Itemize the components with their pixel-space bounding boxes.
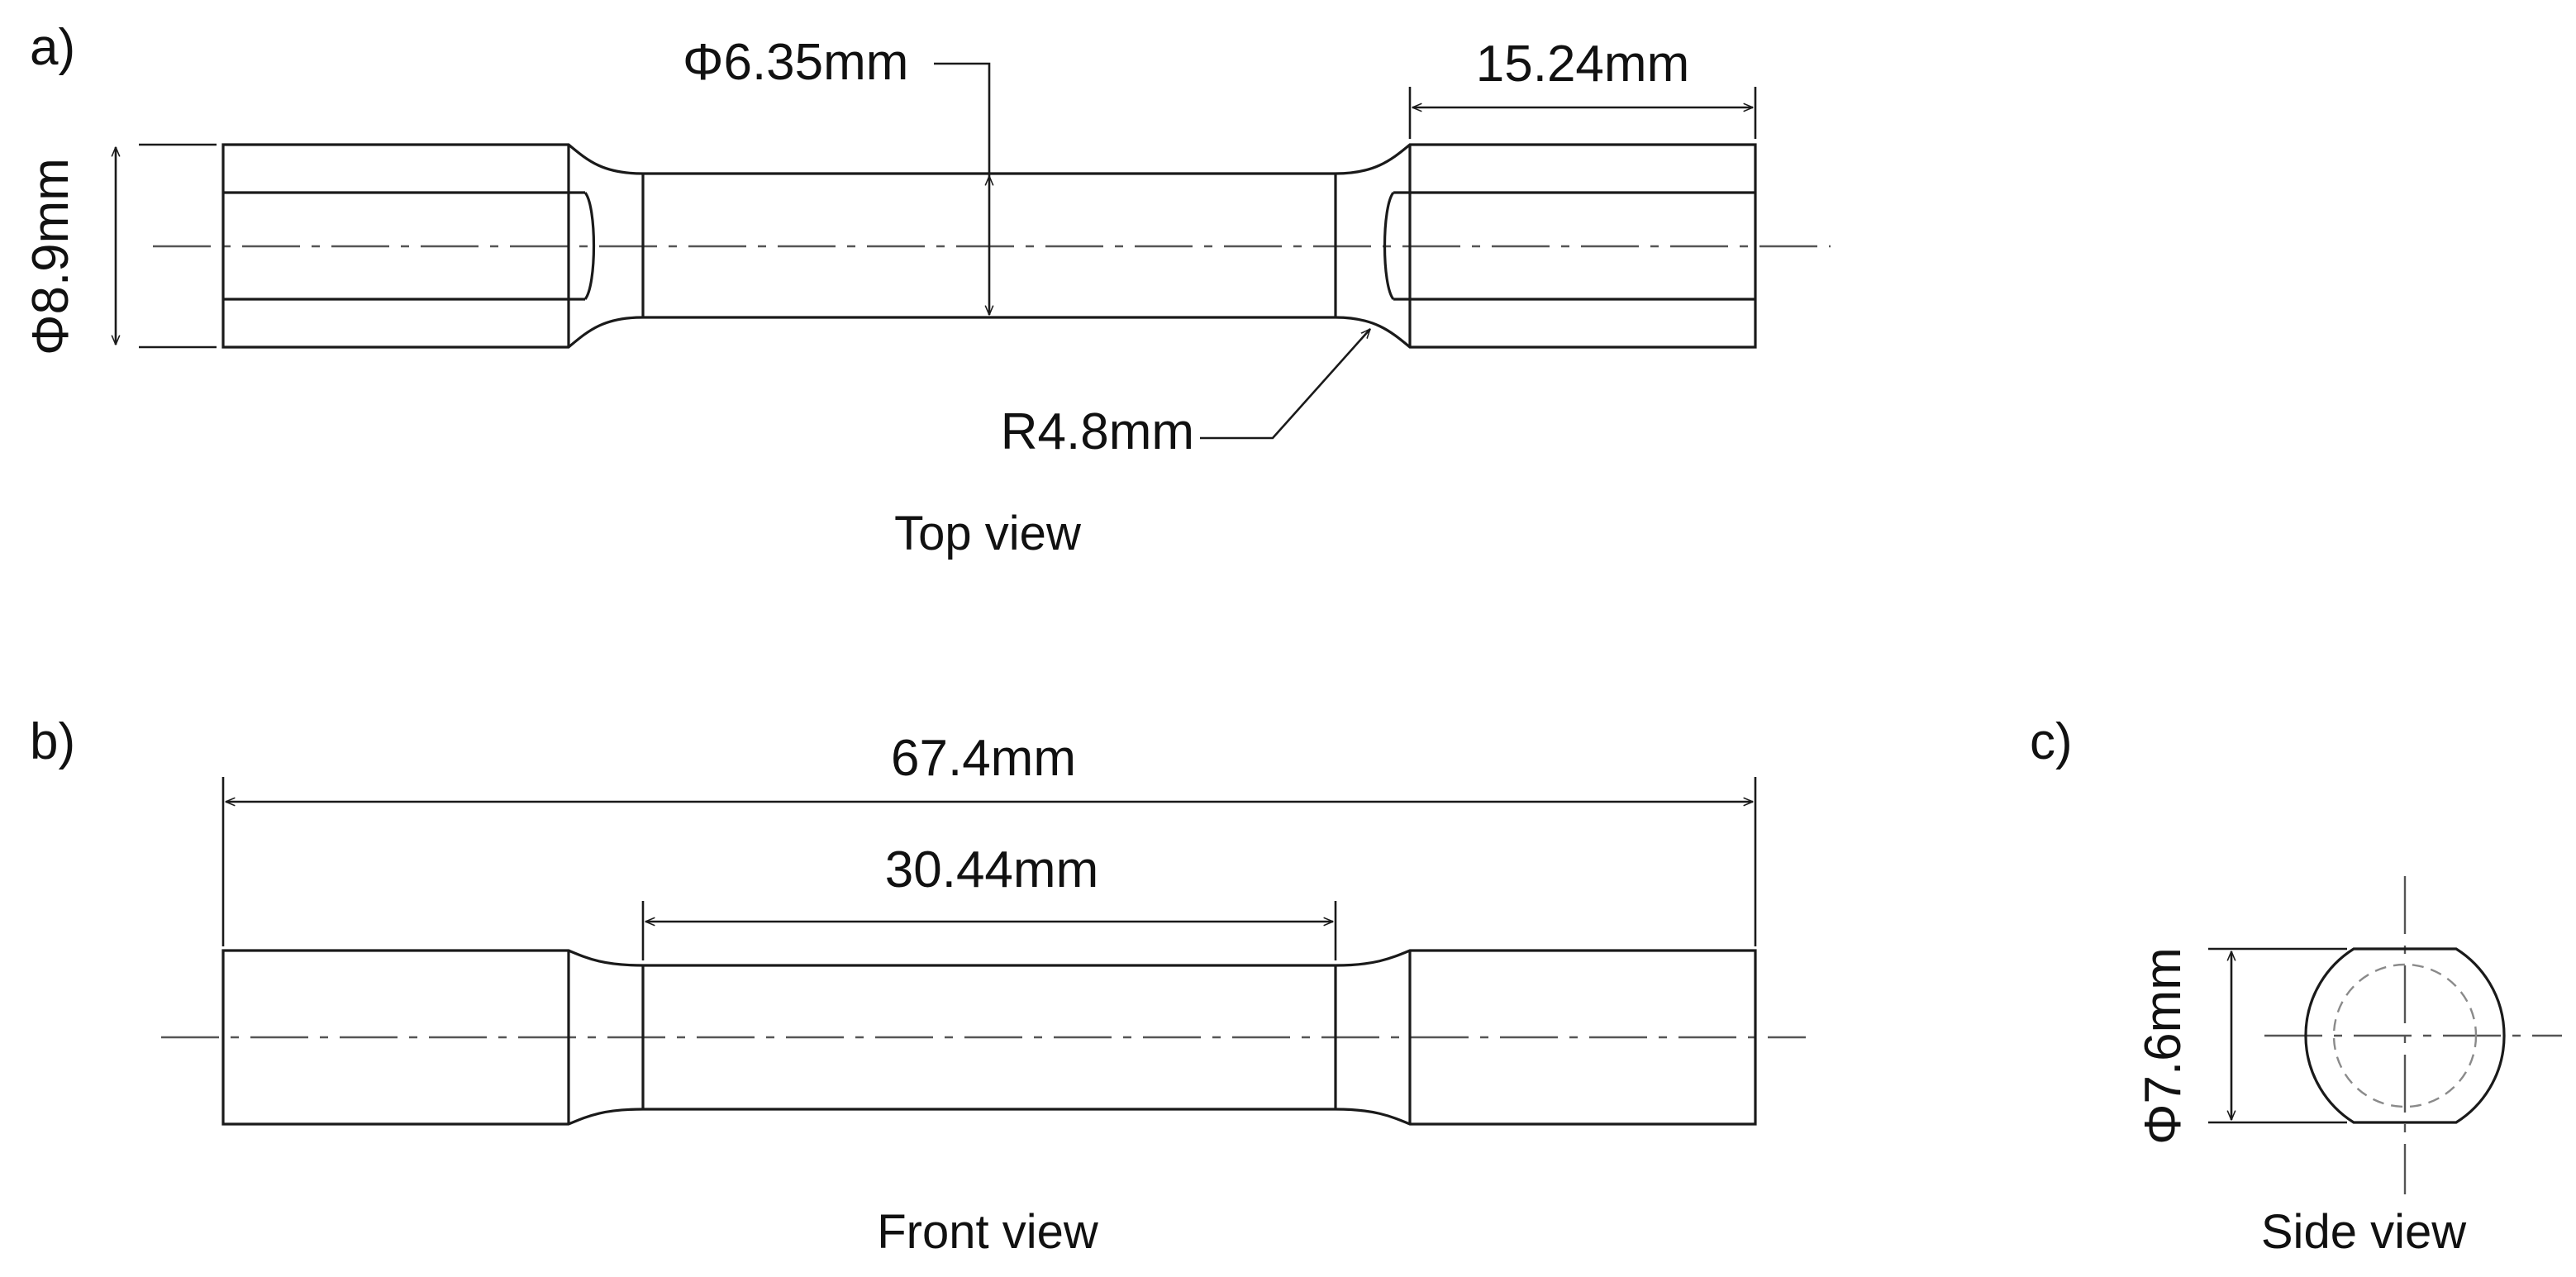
dia-7-6-label: Φ7.6mm bbox=[2135, 947, 2192, 1145]
radius-4-8-leader bbox=[1200, 329, 1370, 440]
panel-b-front-view: b) 67.4mm 30.44mm Front view bbox=[30, 713, 1806, 1259]
left-flat-curve bbox=[583, 191, 596, 301]
radius-4-8-label: R4.8mm bbox=[1001, 403, 1194, 460]
right-flat-curve bbox=[1383, 191, 1395, 301]
panel-a-label: a) bbox=[30, 19, 75, 76]
top-view-caption: Top view bbox=[894, 507, 1082, 560]
panel-b-label: b) bbox=[30, 713, 75, 770]
dia-8-9-label: Φ8.9mm bbox=[22, 158, 79, 355]
front-view-caption: Front view bbox=[877, 1205, 1099, 1259]
dia-6-35-label: Φ6.35mm bbox=[683, 34, 908, 91]
side-view-caption: Side view bbox=[2261, 1205, 2467, 1259]
len-67-4-label: 67.4mm bbox=[891, 730, 1076, 787]
panel-c-side-view: c) Φ7.6mm Side view bbox=[2030, 713, 2562, 1259]
len-15-24-label: 15.24mm bbox=[1476, 36, 1689, 93]
panel-a-top-view: a) Φ8.9mm Φ6.35mm 15.24mm R4 bbox=[22, 19, 1831, 560]
len-30-44-label: 30.44mm bbox=[885, 841, 1098, 898]
panel-c-label: c) bbox=[2030, 713, 2073, 770]
front-view-outline bbox=[221, 949, 1757, 1126]
top-view-outline bbox=[221, 143, 1757, 349]
side-view-hidden-circle bbox=[2332, 963, 2478, 1108]
dia-6-35-leader bbox=[934, 62, 991, 176]
side-view-profile bbox=[2304, 947, 2506, 1124]
